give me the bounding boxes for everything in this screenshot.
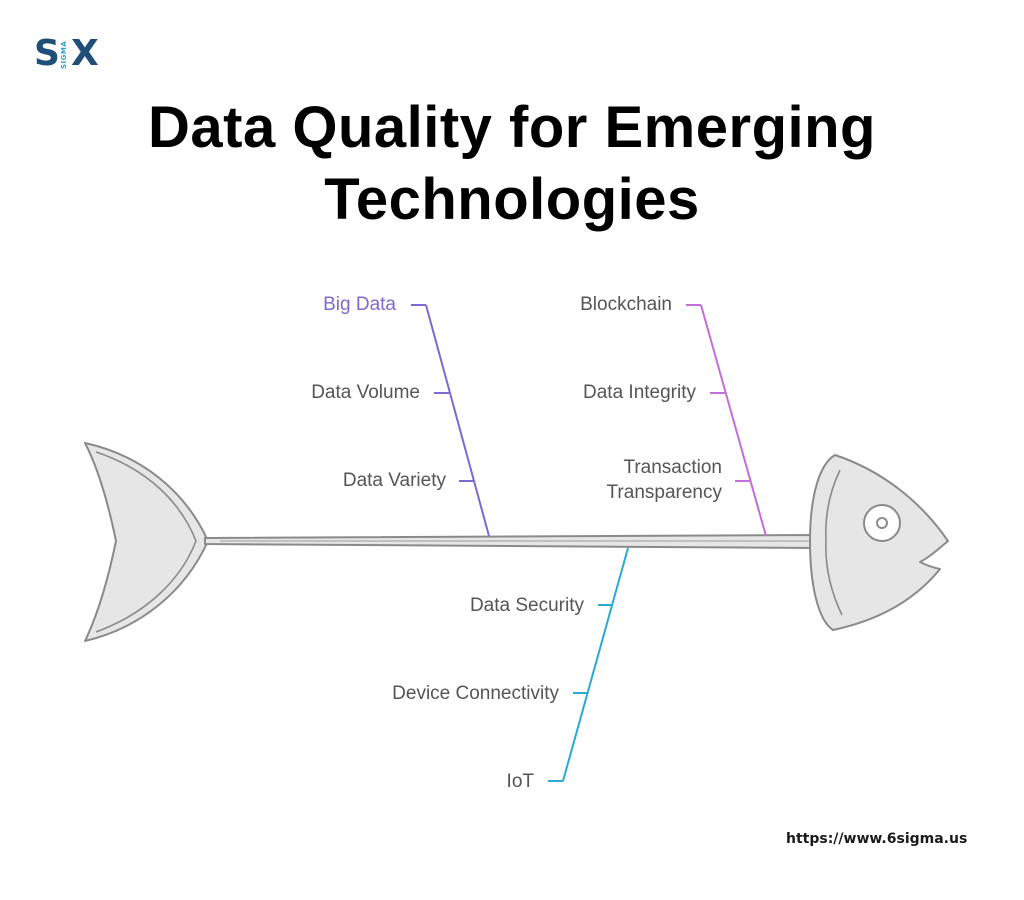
branch-blockchain bbox=[686, 304, 767, 537]
fish-head bbox=[809, 454, 949, 631]
factor-device-connectivity: Device Connectivity bbox=[392, 683, 559, 704]
branch-label-blockchain: Blockchain bbox=[580, 294, 672, 315]
branch-big-data bbox=[411, 304, 490, 537]
branch-label-big-data: Big Data bbox=[323, 294, 396, 315]
logo-letter-s: S bbox=[34, 33, 60, 74]
title-line-1: Data Quality for Emerging bbox=[148, 95, 876, 160]
factor-data-integrity: Data Integrity bbox=[583, 382, 696, 403]
footer-url-link[interactable]: https://www.6sigma.us bbox=[786, 831, 968, 847]
branch-iot bbox=[548, 547, 629, 782]
title-line-2: Technologies bbox=[324, 167, 700, 232]
sixsigma-logo: S SIGMA X bbox=[34, 34, 108, 74]
fish-tail bbox=[84, 442, 209, 642]
fish-spine bbox=[204, 534, 817, 549]
page-title: Data Quality for Emerging Technologies bbox=[62, 92, 962, 236]
logo-letter-x: X bbox=[71, 33, 99, 74]
branch-label-iot: IoT bbox=[506, 771, 534, 792]
factor-data-security: Data Security bbox=[469, 595, 584, 616]
factor-data-variety: Data Variety bbox=[342, 470, 446, 491]
factor-transaction-line-2: Transparency bbox=[606, 482, 722, 503]
factor-transaction-line-1: Transaction bbox=[623, 457, 722, 478]
factor-data-volume: Data Volume bbox=[311, 382, 420, 403]
